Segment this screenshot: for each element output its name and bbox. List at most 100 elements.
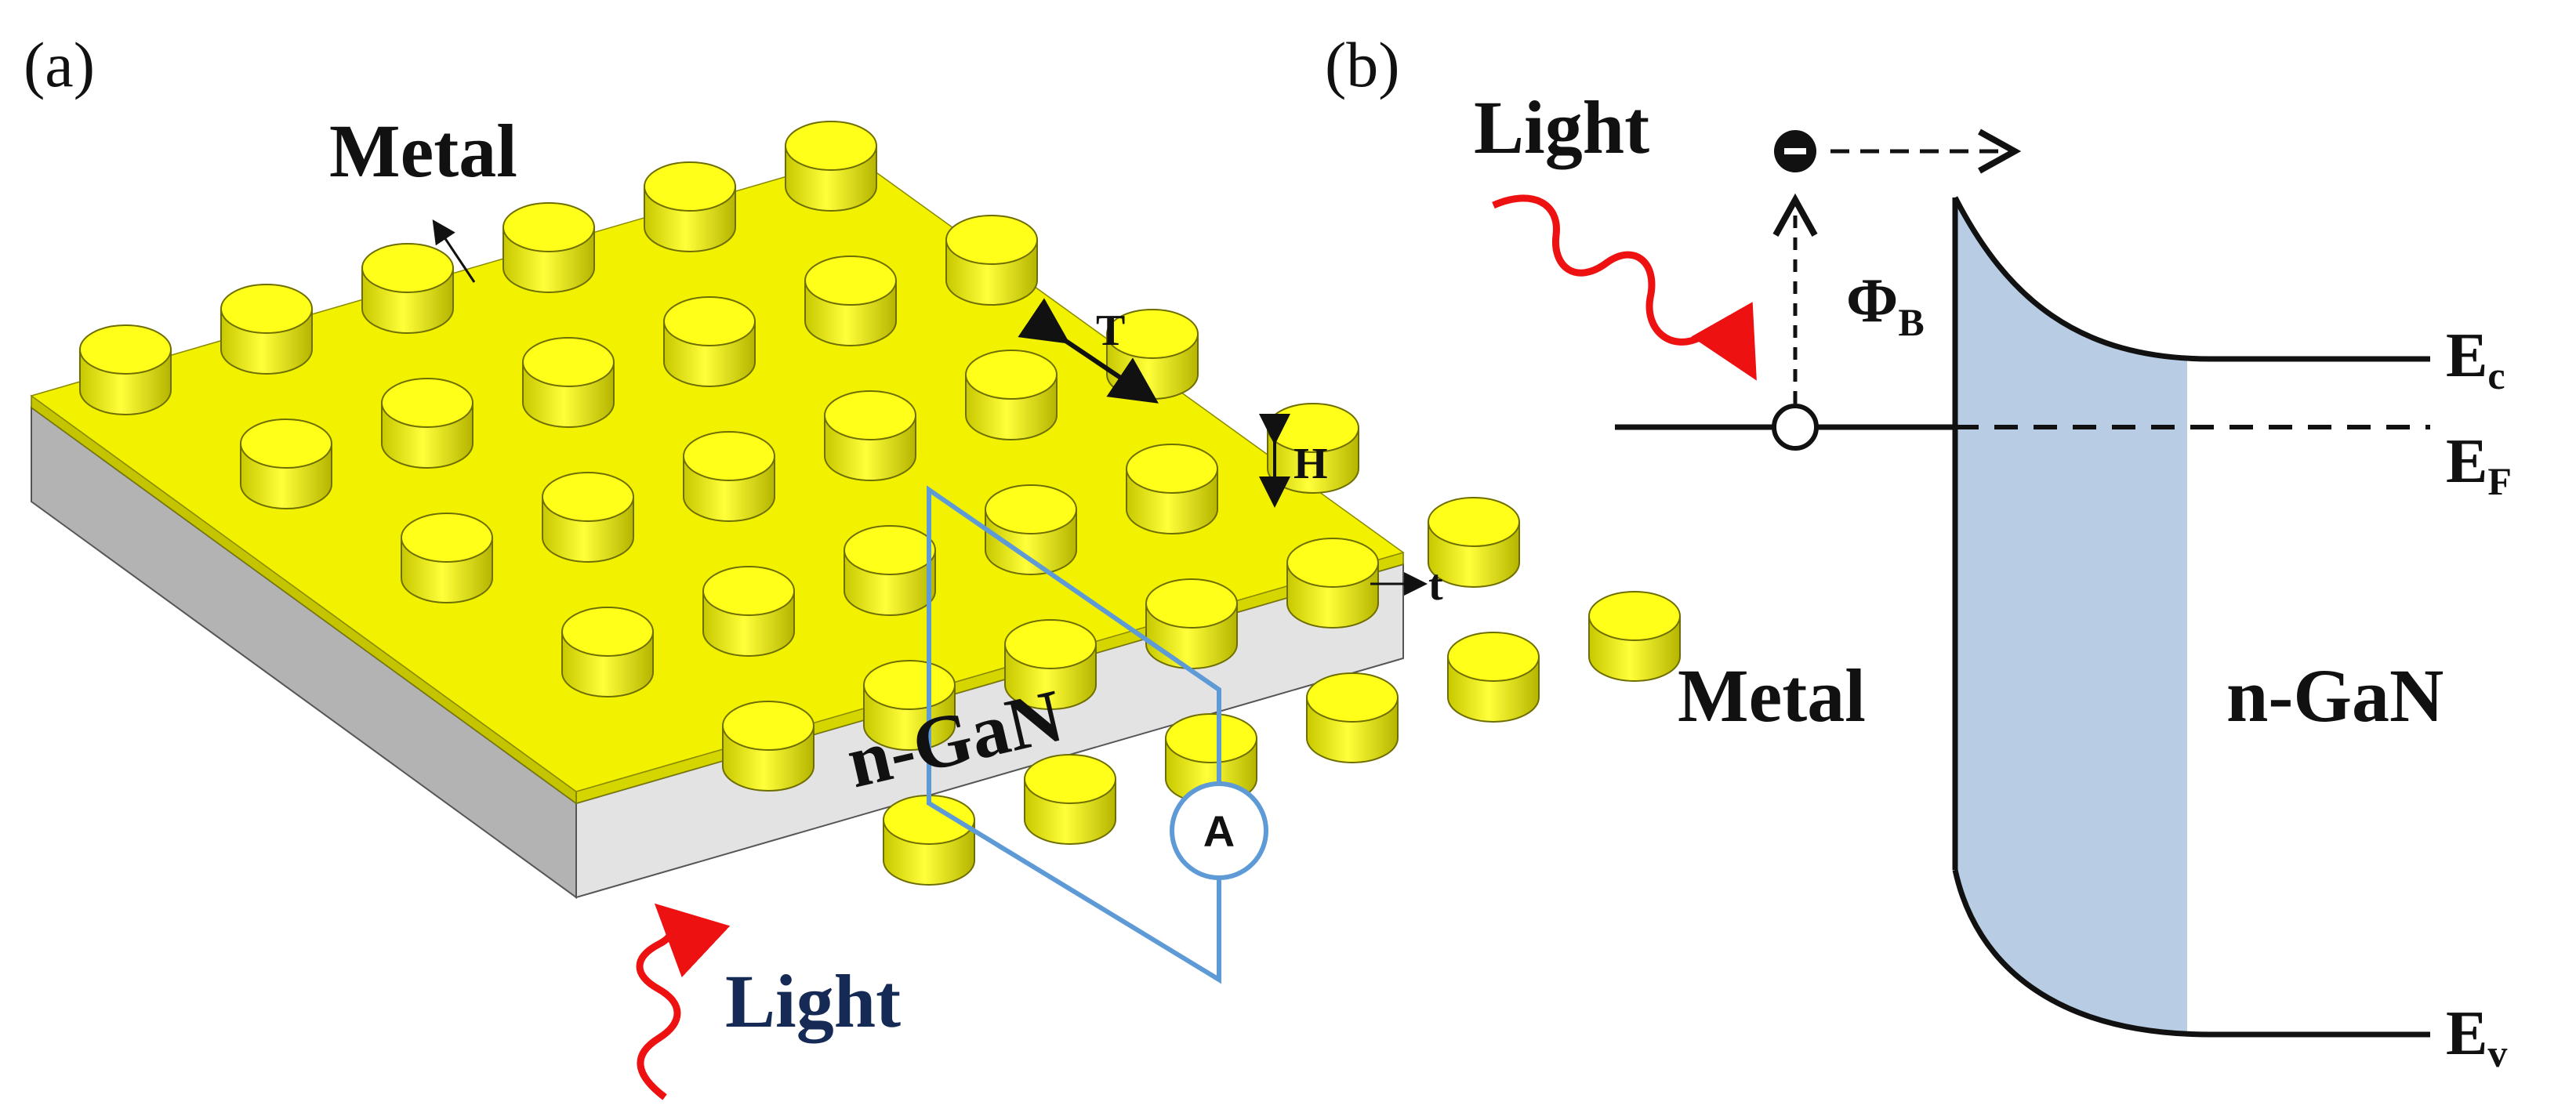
nanodisk: [1145, 578, 1238, 669]
nanodisk: [945, 215, 1038, 306]
panel-b-label: (b): [1325, 29, 1400, 100]
nanodisk-top: [1286, 538, 1379, 588]
barrier-height-label: ΦB: [1846, 266, 1925, 344]
panel-b: (b) Light ΦB Ec EF Ev: [1325, 29, 2512, 1075]
nanodisk: [522, 337, 615, 428]
nanodisk: [1126, 444, 1218, 534]
nanodisk-top: [644, 161, 736, 212]
nanodisk-top: [1004, 619, 1097, 669]
hole-circle: [1772, 404, 1819, 451]
nanodisk-top: [1428, 497, 1520, 547]
conduction-band-symbol: E: [2446, 321, 2487, 390]
nanodisk-top: [683, 431, 775, 481]
conduction-band: [1952, 196, 2430, 362]
conduction-band-label: Ec: [2446, 321, 2505, 397]
nanodisk-top: [663, 296, 756, 346]
fermi-level-subscript: F: [2487, 459, 2512, 503]
conduction-band-subscript: c: [2487, 353, 2505, 397]
dim-T-label: T: [1096, 306, 1125, 355]
nanodisk-top: [863, 660, 956, 710]
nanodisk: [1004, 619, 1097, 710]
nanodisk-top: [522, 337, 615, 387]
nanodisk-top: [1145, 578, 1238, 629]
nanodisk: [683, 431, 775, 522]
nanodisk: [863, 660, 956, 751]
nanodisk-top: [965, 350, 1058, 400]
nanodisk: [561, 607, 654, 698]
depletion-region: [1955, 197, 2187, 1034]
nanodisk-top: [985, 484, 1077, 534]
metal-region-label: Metal: [1678, 654, 1866, 737]
nanodisk-top: [722, 701, 815, 751]
fermi-level-label: EF: [2446, 427, 2512, 503]
nanodisk: [542, 472, 634, 563]
nanodisk: [1588, 591, 1681, 682]
fermi-level-symbol: E: [2446, 427, 2487, 496]
nanodisk-top: [220, 284, 313, 334]
valence-band-label: Ev: [2446, 999, 2507, 1075]
valence-band: [1952, 869, 2430, 1038]
valence-band-symbol: E: [2446, 999, 2487, 1068]
circuit-wire: [927, 485, 1221, 784]
nanodisk-top: [824, 390, 916, 440]
panel-a: (a) A Metal n-GaN T H: [24, 29, 1681, 1100]
light-wave-b: [1492, 194, 1757, 381]
nanodisk: [1447, 632, 1540, 723]
panel-a-label: (a): [24, 29, 95, 100]
nanodisk-top: [240, 418, 332, 469]
metal-label: Metal: [329, 109, 517, 193]
nanodisk: [644, 161, 736, 252]
electron-minus-sign: [1784, 148, 1806, 154]
nanodisk-top: [702, 566, 795, 616]
nanodisk-top: [785, 121, 877, 171]
nanodisk-top: [503, 202, 595, 252]
nanodisk: [702, 566, 795, 657]
nanodisk: [240, 418, 332, 509]
nanodisk: [663, 296, 756, 387]
nanodisk-top: [1126, 444, 1218, 494]
nanodisk: [965, 350, 1058, 440]
nanodisk: [361, 243, 454, 334]
nanodisk: [381, 378, 473, 469]
nanodisk: [220, 284, 313, 375]
nanodisk: [503, 202, 595, 293]
dim-t-label: t: [1428, 561, 1443, 610]
dim-T-arrow: [1018, 298, 1159, 404]
light-wave-a: [636, 903, 731, 1100]
nanodisk-top: [1306, 672, 1399, 723]
ammeter-symbol: A: [1203, 806, 1235, 856]
metal-pointer-arrow: [432, 219, 476, 283]
barrier-height-subscript: B: [1898, 300, 1924, 344]
ammeter: [1170, 781, 1268, 880]
metal-nanodisk-array: [79, 121, 1681, 886]
nanodisk-top: [844, 525, 936, 575]
semiconductor-region-label: n-GaN: [2226, 654, 2444, 737]
nanodisk-top: [945, 215, 1038, 265]
nanodisk: [1286, 538, 1379, 629]
nanodisk: [804, 255, 897, 346]
nanodisk-top: [561, 607, 654, 657]
barrier-height-symbol: Φ: [1846, 266, 1898, 335]
nanodisk: [79, 324, 172, 415]
nanodisk: [785, 121, 877, 212]
light-label-a: Light: [725, 959, 901, 1043]
nanodisk-top: [1165, 713, 1257, 763]
nanodisk: [883, 795, 975, 886]
nanodisk: [985, 484, 1077, 575]
nanodisk: [401, 513, 493, 603]
nanodisk: [1267, 403, 1359, 494]
nanodisk: [1306, 672, 1399, 763]
nanodisk-top: [1024, 754, 1116, 804]
nanodisk-top: [804, 255, 897, 306]
nanodisk-top: [79, 324, 172, 375]
dim-H-label: H: [1293, 440, 1328, 488]
nanodisk: [1428, 497, 1520, 588]
nanodisk: [844, 525, 936, 616]
valence-band-subscript: v: [2487, 1031, 2507, 1075]
nanodisk-top: [401, 513, 493, 563]
nanodisk-top: [361, 243, 454, 293]
nanodisk: [1024, 754, 1116, 845]
circuit-wire-return: [927, 639, 1221, 984]
nanodisk-top: [1588, 591, 1681, 641]
